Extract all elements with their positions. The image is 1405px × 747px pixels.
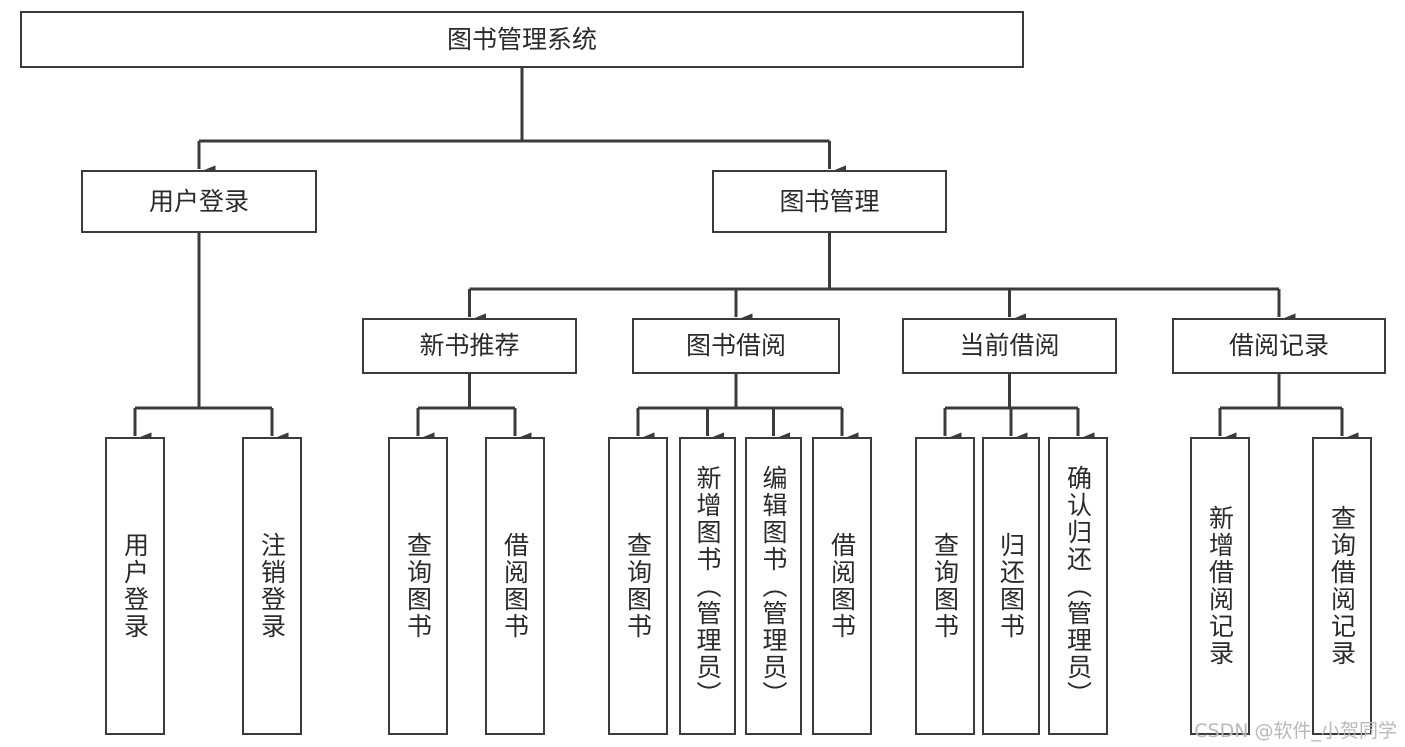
node-root-label: 图书管理系统 — [446, 24, 597, 54]
node-leaf-return-book[interactable]: 归还图书 — [982, 437, 1040, 735]
node-book-manage-label: 图书管理 — [779, 186, 880, 216]
node-leaf-user-logout-label: 注销登录 — [257, 532, 287, 640]
node-user-login-label: 用户登录 — [148, 186, 249, 216]
node-leaf-borrow-book-rec[interactable]: 借阅图书 — [485, 437, 545, 735]
node-leaf-add-book-admin-label: 新增图书（管理员） — [693, 464, 722, 708]
node-borrow-record[interactable]: 借阅记录 — [1172, 318, 1386, 374]
node-leaf-confirm-return-admin[interactable]: 确认归还（管理员） — [1048, 437, 1108, 735]
node-leaf-borrow-book-label: 借阅图书 — [827, 532, 857, 640]
node-leaf-add-book-admin[interactable]: 新增图书（管理员） — [679, 437, 736, 735]
node-leaf-user-login[interactable]: 用户登录 — [105, 437, 165, 735]
node-leaf-query-book-rec[interactable]: 查询图书 — [388, 437, 448, 735]
node-leaf-add-borrow-record-label: 新增借阅记录 — [1205, 505, 1235, 667]
node-borrow-record-label: 借阅记录 — [1228, 331, 1329, 361]
node-leaf-return-book-label: 归还图书 — [996, 532, 1026, 640]
node-root[interactable]: 图书管理系统 — [20, 11, 1024, 68]
node-current-borrow[interactable]: 当前借阅 — [902, 318, 1117, 374]
node-leaf-query-book-current[interactable]: 查询图书 — [915, 437, 975, 735]
node-leaf-user-login-label: 用户登录 — [120, 532, 150, 640]
node-leaf-query-book-rec-label: 查询图书 — [403, 532, 433, 640]
node-leaf-borrow-book[interactable]: 借阅图书 — [812, 437, 872, 735]
node-leaf-query-borrow-record[interactable]: 查询借阅记录 — [1312, 437, 1372, 735]
node-leaf-confirm-return-admin-label: 确认归还（管理员） — [1063, 464, 1093, 708]
node-current-borrow-label: 当前借阅 — [959, 331, 1060, 361]
node-new-book-rec-label: 新书推荐 — [419, 331, 520, 361]
node-user-login[interactable]: 用户登录 — [81, 170, 317, 233]
node-new-book-rec[interactable]: 新书推荐 — [362, 318, 577, 374]
node-leaf-query-book-borrow-label: 查询图书 — [623, 532, 653, 640]
node-leaf-query-book-current-label: 查询图书 — [930, 532, 960, 640]
node-leaf-add-borrow-record[interactable]: 新增借阅记录 — [1190, 437, 1250, 735]
node-leaf-edit-book-admin[interactable]: 编辑图书（管理员） — [745, 437, 802, 735]
node-book-borrow-label: 图书借阅 — [685, 331, 786, 361]
watermark: CSDN @软件_小贺同学 — [1194, 720, 1397, 742]
node-book-borrow[interactable]: 图书借阅 — [632, 318, 840, 374]
node-leaf-edit-book-admin-label: 编辑图书（管理员） — [759, 464, 788, 708]
node-leaf-borrow-book-rec-label: 借阅图书 — [500, 532, 530, 640]
node-leaf-user-logout[interactable]: 注销登录 — [242, 437, 302, 735]
node-book-manage[interactable]: 图书管理 — [712, 170, 947, 233]
node-leaf-query-book-borrow[interactable]: 查询图书 — [608, 437, 668, 735]
node-leaf-query-borrow-record-label: 查询借阅记录 — [1327, 505, 1357, 667]
